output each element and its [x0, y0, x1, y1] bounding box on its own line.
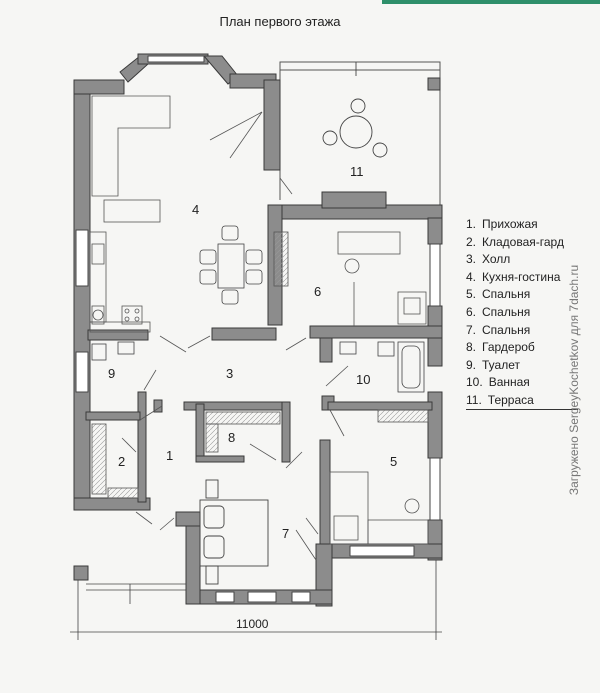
room-number-3: 3: [226, 366, 233, 381]
legend-item: 8. Гардероб: [466, 339, 564, 357]
legend-room-name: Кладовая-гард: [482, 234, 564, 249]
legend-number: 9.: [466, 357, 477, 372]
legend-underline: [466, 409, 578, 410]
bed: [199, 479, 269, 585]
dimension-label: 11000: [236, 617, 269, 631]
legend-item: 6. Спальня: [466, 304, 564, 322]
interior-walls: [85, 325, 443, 545]
legend-room-name: Туалет: [482, 357, 520, 372]
legend-room-name: Спальня: [482, 304, 531, 319]
legend-item: 2. Кладовая-гард: [466, 234, 564, 252]
legend-item: 5. Спальня: [466, 286, 564, 304]
room-number-2: 2: [118, 454, 125, 469]
legend-room-name: Холл: [482, 252, 511, 267]
plan-title: План первого этажа: [219, 14, 341, 29]
legend-room-name: Прихожая: [482, 217, 538, 231]
legend-number: 7.: [466, 322, 477, 337]
room-numbers: 1 2 3 4 5 6 7 8 9 10 11: [108, 164, 397, 541]
room-legend: 1. Прихожая 2. Кладовая-гард 3. Холл 4. Кухня-г…: [466, 216, 564, 410]
room-number-1: 1: [166, 448, 173, 463]
legend-number: 2.: [466, 234, 477, 249]
room-number-9: 9: [108, 366, 115, 381]
legend-number: 5.: [466, 287, 477, 302]
toilet-fixtures: [91, 341, 135, 361]
terrace-table: [322, 62, 388, 158]
windows: [75, 55, 441, 603]
legend-number: 6.: [466, 304, 477, 319]
bathroom-fixtures: [339, 341, 425, 393]
legend-item: 4. Кухня-гостина: [466, 269, 564, 287]
top-accent-bar: [382, 0, 600, 4]
room-number-6: 6: [314, 284, 321, 299]
legend-room-name: Кухня-гостина: [482, 269, 561, 284]
terrace: [279, 61, 441, 210]
legend-number: 4.: [466, 269, 477, 284]
legend-item: 11. Терраса: [466, 392, 564, 410]
legend-item: 10. Ванная: [466, 374, 564, 392]
legend-number: 10.: [466, 375, 483, 390]
legend-room-name: Спальня: [482, 322, 531, 337]
room-number-8: 8: [228, 430, 235, 445]
legend-room-name: Гардероб: [482, 340, 535, 355]
dining-table: [199, 225, 263, 305]
legend-item: 9. Туалет: [466, 357, 564, 375]
room5-furniture: [329, 471, 429, 545]
legend-item: 1. Прихожая: [466, 216, 564, 234]
room-number-11: 11: [350, 164, 364, 179]
room6-furniture: [273, 231, 427, 326]
legend-item: 7. Спальня: [466, 322, 564, 340]
legend-number: 1.: [466, 217, 477, 231]
wardrobe-hatching: [91, 409, 429, 499]
legend-number: 11.: [466, 392, 482, 407]
door-swings: [121, 111, 349, 561]
legend-room-name: Терраса: [487, 392, 534, 407]
legend-number: 8.: [466, 340, 477, 355]
legend-number: 3.: [466, 252, 477, 267]
legend-item: 3. Холл: [466, 251, 564, 269]
room-number-4: 4: [192, 202, 199, 217]
room-number-7: 7: [282, 526, 289, 541]
legend-room-name: Ванная: [488, 375, 530, 390]
room-number-10: 10: [356, 372, 370, 387]
legend-room-name: Спальня: [482, 287, 531, 302]
dimension-line: [70, 560, 442, 640]
watermark: Загружено SergeyKochetkov для 7dach.ru: [567, 264, 581, 496]
room-number-5: 5: [390, 454, 397, 469]
kitchen-furniture: [89, 95, 171, 333]
